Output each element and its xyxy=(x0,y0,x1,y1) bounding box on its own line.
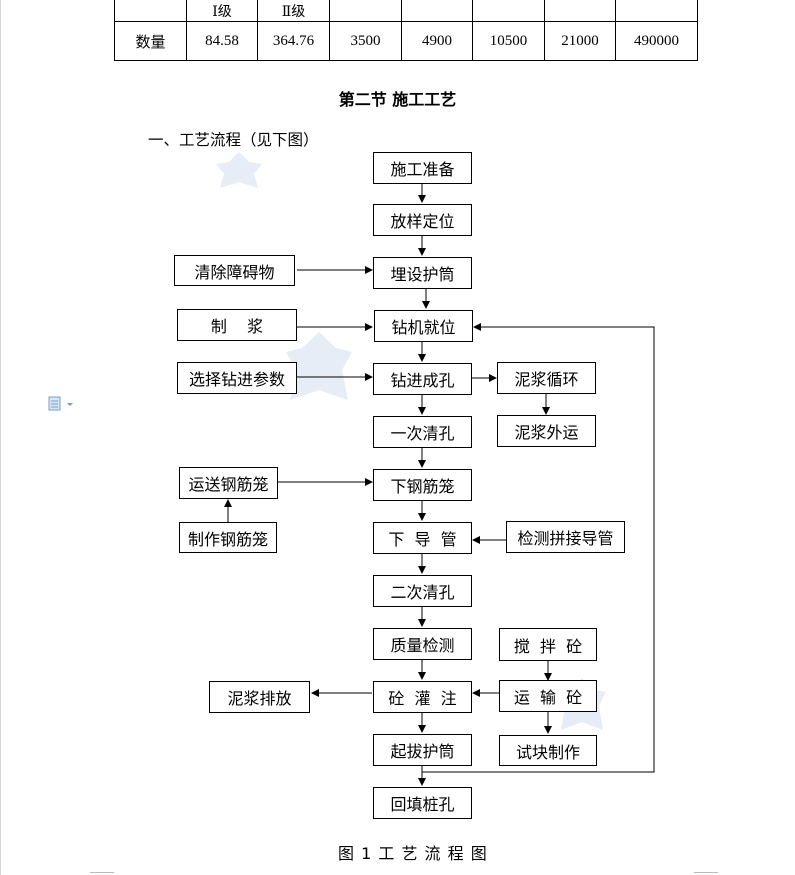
table-cell: 84.58 xyxy=(186,21,258,61)
flow-box-prep: 施工准备 xyxy=(373,152,472,184)
section-heading: 第二节 施工工艺 xyxy=(338,90,457,109)
watermark-logo xyxy=(216,152,262,188)
flow-box-sample: 试块制作 xyxy=(499,735,597,766)
flow-box-layout: 放样定位 xyxy=(373,204,472,236)
table-cell: 3500 xyxy=(329,21,402,61)
flow-box-clear-obstacles: 清除障碍物 xyxy=(174,255,295,286)
flow-box-clean-1: 一次清孔 xyxy=(373,416,472,448)
subsection-heading: 一、工艺流程（见下图） xyxy=(148,131,319,149)
page-bottom-rule xyxy=(694,872,718,873)
figure-caption: 图 1 工 艺 流 程 图 xyxy=(338,844,488,863)
flow-box-slurry-cycle: 泥浆循环 xyxy=(497,362,596,394)
flow-box-casing: 埋设护筒 xyxy=(373,257,472,289)
flow-box-params: 选择钻进参数 xyxy=(177,362,297,394)
flow-box-tremie-check: 检测拼接导管 xyxy=(506,521,625,553)
flow-box-drill: 钻进成孔 xyxy=(373,363,472,395)
table-cell: 数量 xyxy=(114,21,187,61)
table-row: 数量 84.58 364.76 3500 4900 10500 21000 49… xyxy=(114,21,698,61)
flow-box-quality: 质量检测 xyxy=(373,628,472,660)
flow-box-backfill: 回填桩孔 xyxy=(373,787,472,819)
watermark-logo xyxy=(286,332,352,400)
flow-box-cage-make: 制作钢筋笼 xyxy=(179,522,277,553)
flow-box-pull-casing: 起拔护筒 xyxy=(373,734,472,766)
flow-box-mix: 搅 拌 砼 xyxy=(499,628,597,661)
flow-box-slurry-make: 制 浆 xyxy=(177,309,297,341)
document-icon[interactable] xyxy=(48,396,76,412)
flow-box-transport: 运 输 砼 xyxy=(499,680,597,712)
table-cell: 490000 xyxy=(615,21,698,61)
flow-box-pour: 砼 灌 注 xyxy=(373,681,472,713)
flow-box-tremie: 下 导 管 xyxy=(373,522,472,554)
flow-box-drill-position: 钻机就位 xyxy=(374,310,473,342)
page-bottom-rule xyxy=(90,872,114,873)
table-cell: 10500 xyxy=(472,21,545,61)
flow-box-cage-transport: 运送钢筋笼 xyxy=(179,467,278,499)
page-edge xyxy=(0,0,1,875)
quantity-table: Ⅰ级 Ⅱ级 数量 84.58 364.76 3500 4900 10500 21… xyxy=(114,0,698,61)
flow-box-slurry-out: 泥浆外运 xyxy=(497,415,596,447)
flow-box-cage-lower: 下钢筋笼 xyxy=(373,469,472,501)
flow-box-slurry-discharge: 泥浆排放 xyxy=(209,681,310,713)
table-cell: 4900 xyxy=(401,21,473,61)
flow-box-clean-2: 二次清孔 xyxy=(373,575,472,607)
table-cell: 21000 xyxy=(544,21,616,61)
